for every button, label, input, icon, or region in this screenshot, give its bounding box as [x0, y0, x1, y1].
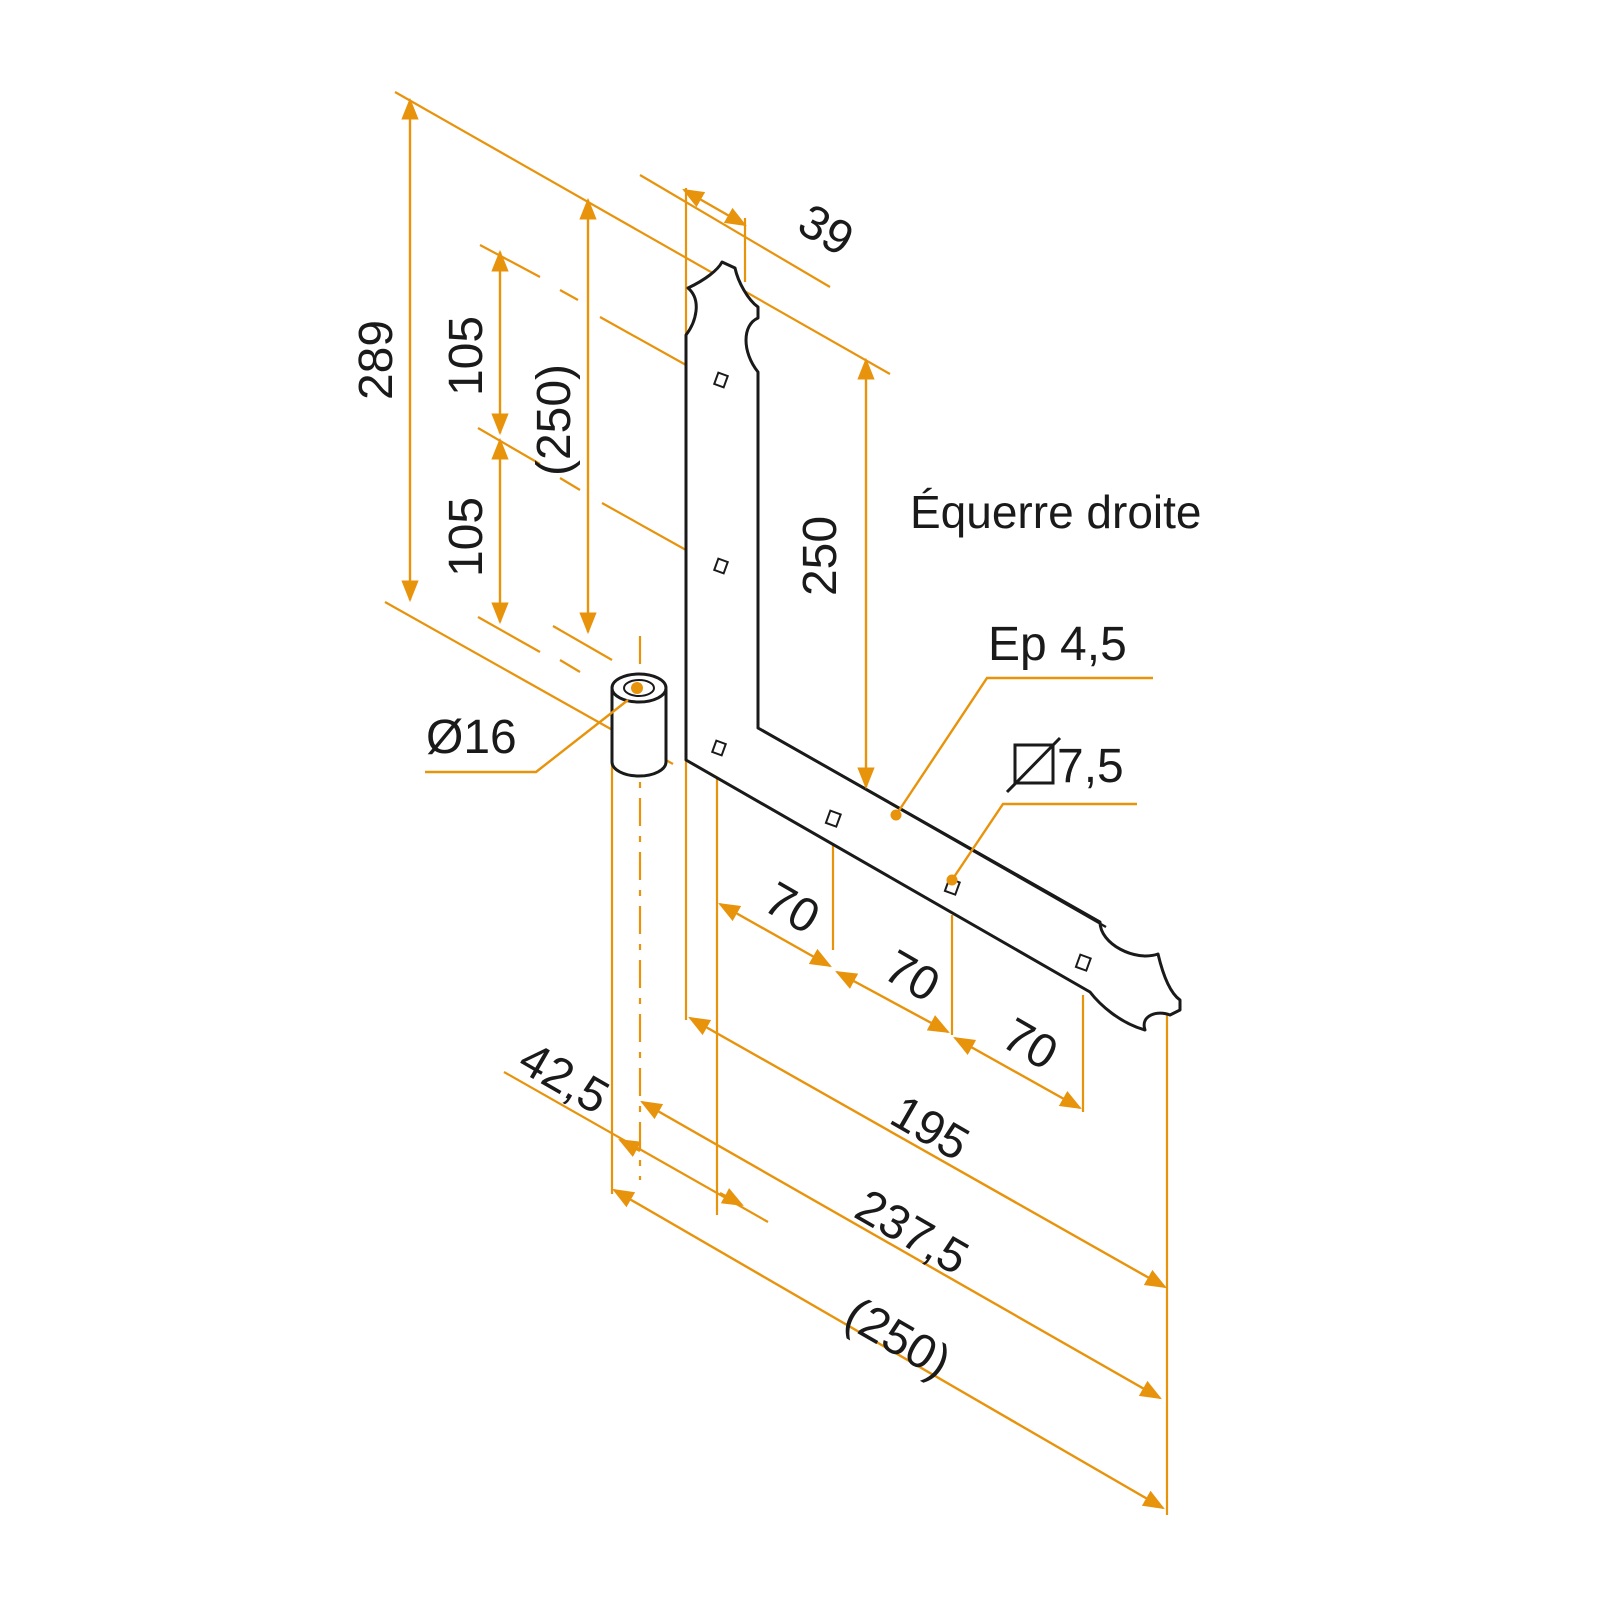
- dim-upper-spacing: 105: [440, 316, 493, 396]
- dim-strap-width: 39: [789, 194, 862, 267]
- dim-vertical-leg: 250: [794, 516, 847, 596]
- hole-diameter-callout: 7,5: [1005, 736, 1124, 794]
- dimension-lines: [401, 97, 1167, 1510]
- dim-vertical-ref: (250): [528, 364, 581, 476]
- dim-lower-spacing: 105: [440, 497, 493, 577]
- thickness-label: Ep 4,5: [988, 618, 1127, 671]
- pin-knuckle: [610, 688, 668, 778]
- hole-diameter-label: 7,5: [1057, 740, 1124, 793]
- dim-horizontal-ref: (250): [836, 1288, 960, 1390]
- pin-diameter-label: Ø16: [426, 711, 517, 764]
- dim-offset: 42,5: [510, 1032, 617, 1125]
- dim-total-height: 289: [350, 320, 403, 400]
- dim-hole-spacing-1: 70: [755, 872, 828, 945]
- dim-237-5: 237,5: [846, 1180, 977, 1286]
- dim-hole-spacing-3: 70: [993, 1008, 1066, 1081]
- dim-hole-spacing-2: 70: [875, 940, 948, 1013]
- dim-195: 195: [882, 1086, 978, 1172]
- drawing-title: Équerre droite: [910, 486, 1202, 538]
- diameter-icon: [1005, 736, 1062, 794]
